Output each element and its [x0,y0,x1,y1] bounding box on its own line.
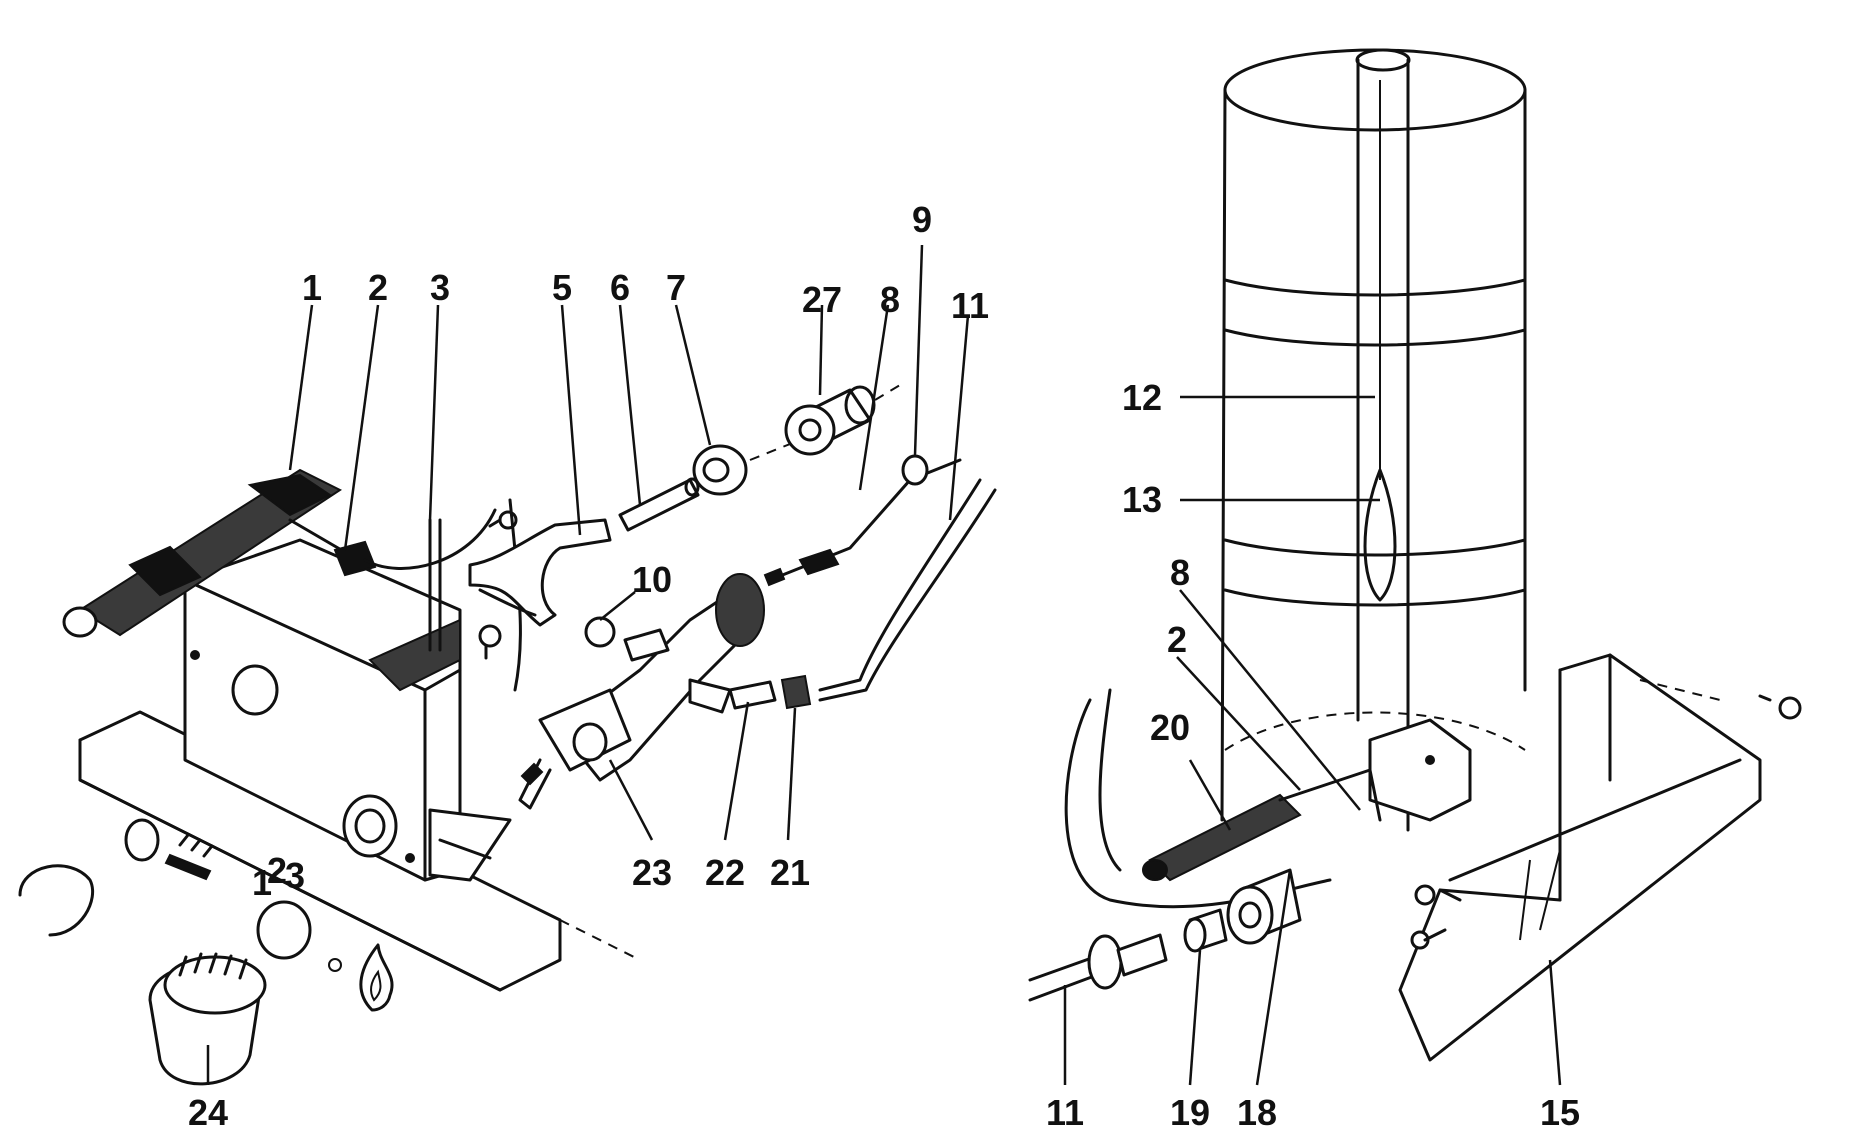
label-5: 5 [552,267,572,308]
leader-lines [206,244,1562,1086]
part-8-capillary [763,454,962,587]
part-11-tube-end [1028,933,1168,1002]
part-11-pilot-tube [818,478,997,702]
part-1-gas-valve-tube [62,468,352,638]
part-27-fitting [784,384,901,456]
label-18: 18 [1237,1092,1277,1133]
label-21: 21 [770,852,810,893]
part-23-burner-body [518,573,765,810]
water-cylinder [1220,48,1527,822]
label-20: 20 [1150,707,1190,748]
label-10: 10 [632,559,672,600]
label-19: 19 [1170,1092,1210,1133]
label-9: 9 [912,199,932,240]
flame-icon [359,943,394,1012]
part-5-bent-tube [468,518,612,627]
label-2-right: 2 [1167,619,1187,660]
part-12-flue-tube [1355,48,1411,832]
label-24: 24 [188,1092,228,1133]
label-8-left: 8 [880,279,900,320]
part-10-small-nut [584,616,616,648]
label-27: 27 [802,279,842,320]
part-18-union-nut [1226,868,1302,945]
part-15-cover-shield [1398,653,1802,1062]
label-8-right: 8 [1170,552,1190,593]
label-15: 15 [1540,1092,1580,1133]
label-3: 3 [430,267,450,308]
panel-marking-2: 2 [267,850,287,891]
left-assembly: 1 2 3 [18,384,997,1086]
burner-base [1368,718,1472,822]
label-1: 1 [302,267,322,308]
part-19-olive [1183,908,1228,953]
part-13-baffle [1363,468,1397,602]
part-2-connector [333,508,497,577]
valve-housing [183,538,512,882]
label-11-right: 11 [1046,1092,1084,1133]
part-labels: 1 2 3 5 6 7 27 8 9 11 10 23 22 21 24 12 … [188,199,1580,1133]
part-21-collar [780,674,812,710]
panel-marking-1: 1 [252,862,272,903]
part-6-pin [618,477,700,532]
label-2: 2 [368,267,388,308]
label-12: 12 [1122,377,1162,418]
label-23: 23 [632,852,672,893]
lever-icon [18,864,95,937]
right-assembly [1028,48,1802,1062]
control-knob [148,952,267,1086]
label-11-left: 11 [951,285,989,326]
part-22-nozzle [728,680,777,710]
label-22: 22 [705,852,745,893]
control-panel: 1 2 3 [78,710,641,1012]
label-13: 13 [1122,479,1162,520]
label-6: 6 [610,267,630,308]
part-3-bracket [428,498,522,692]
part-20-burner-tube [1142,768,1382,882]
part-7-nut [692,439,801,496]
label-7: 7 [666,267,686,308]
panel-marking-3: 3 [285,855,305,896]
